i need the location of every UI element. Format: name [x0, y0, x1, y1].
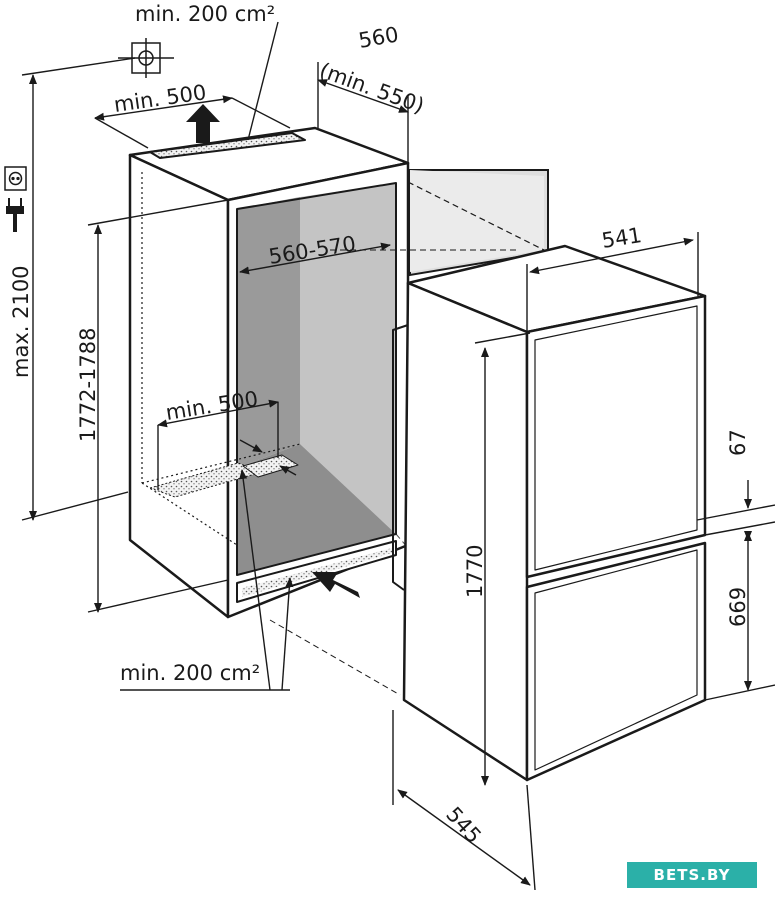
- label-bottom-vent-area: min. 200 cm²: [120, 661, 260, 685]
- label-appliance-depth: 545: [441, 802, 486, 848]
- airflow-arrow-icon: [186, 104, 360, 598]
- label-niche-depth-min: (min. 550): [316, 58, 427, 118]
- label-lower-door-height: 669: [726, 587, 750, 627]
- label-top-vent-area: min. 200 cm²: [135, 2, 275, 26]
- label-max-height: max. 2100: [9, 265, 33, 378]
- watermark-logo: BETS.BY: [627, 862, 757, 888]
- plug-icon: [6, 198, 24, 232]
- niche-cabinet: [128, 126, 410, 619]
- label-gap-height: 67: [726, 429, 750, 456]
- niche-floor: [237, 444, 396, 575]
- label-appliance-width: 541: [600, 223, 643, 253]
- socket-icon: [4, 166, 27, 191]
- niche-inner-side-wall: [237, 197, 300, 468]
- airflow-arrow-in: [312, 572, 360, 598]
- label-appliance-height: 1770: [463, 545, 487, 598]
- appliance-fridge: [392, 244, 707, 782]
- label-top-vent-depth: min. 500: [112, 80, 207, 117]
- label-niche-depth: 560: [357, 22, 401, 53]
- vent-grille-icon: [118, 38, 174, 78]
- top-vent-strip: [149, 132, 306, 159]
- dimension-lines: [21, 21, 775, 891]
- label-niche-height: 1772-1788: [76, 328, 100, 442]
- niche-left-side: [128, 153, 230, 619]
- floor-vent-right: [242, 454, 299, 478]
- fridge-side: [402, 281, 529, 782]
- airflow-arrow-up: [186, 104, 220, 143]
- fridge-lower-door: [525, 541, 707, 782]
